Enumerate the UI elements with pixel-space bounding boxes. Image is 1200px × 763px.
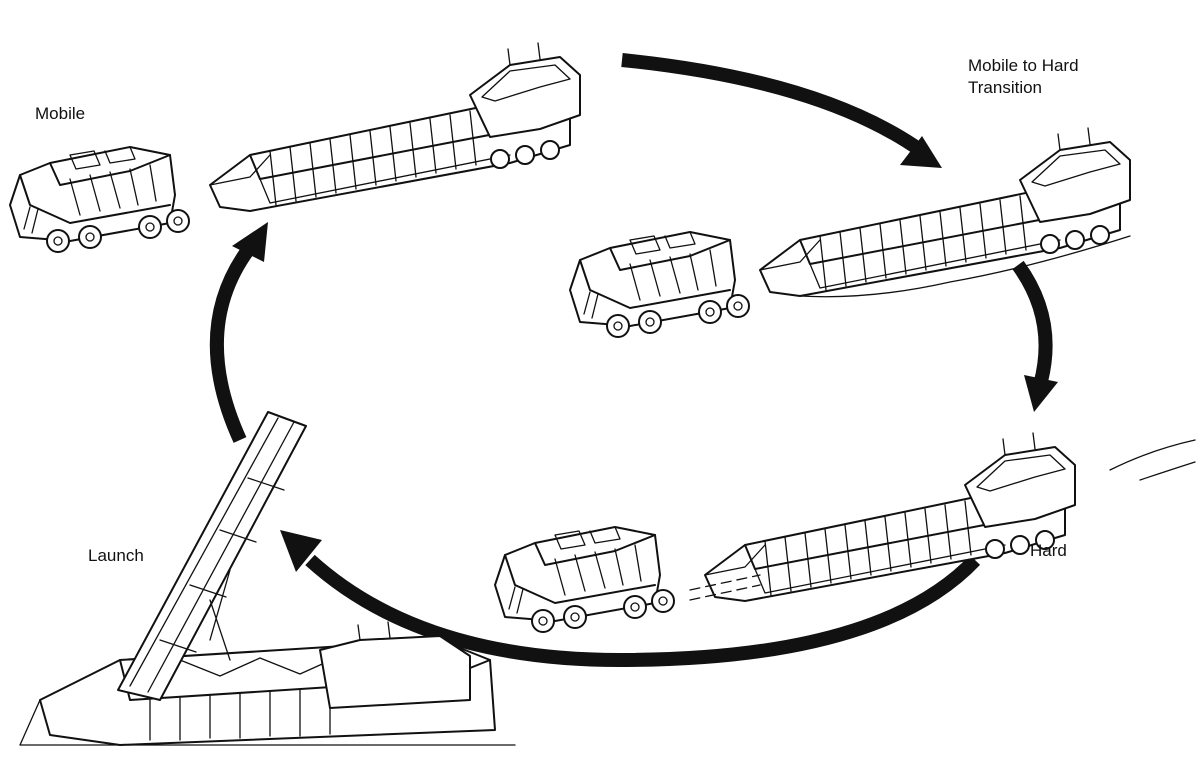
arrow-head-transition	[900, 136, 942, 168]
launch-erector	[19, 411, 516, 746]
label-hard: Hard	[1030, 541, 1067, 560]
label-transition-line2: Transition	[968, 78, 1043, 97]
arrow-transition-to-hard	[1012, 260, 1053, 387]
transition-transporter	[569, 127, 1131, 338]
label-launch: Launch	[88, 546, 144, 565]
cycle-arrows	[209, 53, 1058, 668]
label-transition: Mobile to Hard Transition	[968, 55, 1128, 99]
label-transition-line1: Mobile to Hard	[968, 56, 1079, 75]
arrow-head-mobile	[232, 222, 268, 262]
label-mobile: Mobile	[35, 104, 86, 123]
arrow-head-hard	[1024, 375, 1058, 412]
mobile-transporter	[9, 42, 581, 253]
arrow-hard-to-launch	[305, 554, 981, 668]
arrow-launch-to-mobile	[209, 245, 254, 443]
hard-transporter	[494, 432, 1196, 633]
arrow-mobile-to-transition	[621, 53, 925, 156]
arrow-head-launch	[280, 530, 322, 572]
